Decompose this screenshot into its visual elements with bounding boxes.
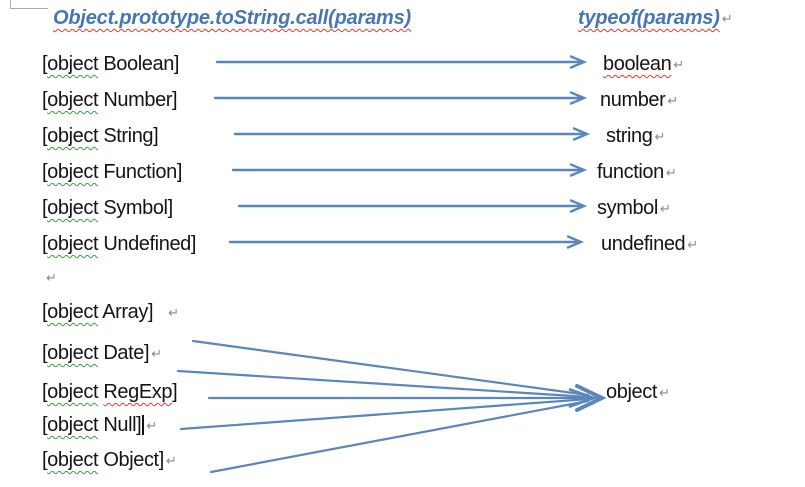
label-object-object[interactable]: [object Object]↵ xyxy=(42,448,177,472)
arrow-symbol[interactable] xyxy=(237,199,588,213)
label-object-regexp[interactable]: [object RegExp] xyxy=(42,380,178,404)
label-object-date[interactable]: [object Date]↵ xyxy=(42,341,162,365)
label-text: object xyxy=(47,125,99,147)
label-text: object xyxy=(47,233,99,255)
column-header-tostring[interactable]: Object.prototype.toString.call(params) xyxy=(53,7,412,29)
result-object[interactable]: object↵ xyxy=(606,380,670,404)
label-text: object xyxy=(47,342,99,364)
paragraph-mark: ↵ xyxy=(146,418,158,433)
paragraph-mark: ↵ xyxy=(673,57,685,72)
label-object-function[interactable]: [object Function] xyxy=(42,160,182,184)
result-text: object xyxy=(606,381,657,403)
paragraph-mark: ↵ xyxy=(151,346,163,361)
label-text: object xyxy=(47,89,99,111)
label-object-symbol[interactable]: [object Symbol] xyxy=(42,196,173,220)
result-function[interactable]: function↵ xyxy=(597,160,677,184)
arrow-boolean[interactable] xyxy=(215,55,588,69)
result-text: symbol xyxy=(597,197,658,219)
label-text: Array] xyxy=(98,301,154,323)
result-string[interactable]: string↵ xyxy=(606,124,665,148)
label-text: Date] xyxy=(98,342,150,364)
paragraph-mark: ↵ xyxy=(658,385,670,400)
label-text: Undefined] xyxy=(98,233,197,255)
result-text: string xyxy=(606,125,653,147)
label-text: object xyxy=(47,449,99,471)
arrow-function[interactable] xyxy=(231,163,588,177)
paragraph-mark: ↵ xyxy=(667,93,679,108)
label-object-null[interactable]: [object Null] ↵ xyxy=(42,413,157,437)
result-number[interactable]: number↵ xyxy=(600,88,678,112)
label-text: [ xyxy=(42,161,48,183)
arrow-object-to-object[interactable] xyxy=(209,399,590,474)
label-text: [ xyxy=(42,53,48,75)
arrow-date-to-object[interactable] xyxy=(176,369,591,399)
label-object-boolean[interactable]: [object Boolean] xyxy=(42,52,179,76)
result-text: number xyxy=(600,89,666,111)
label-text: Symbol] xyxy=(98,197,173,219)
paragraph-mark: ↵ xyxy=(659,201,671,216)
label-text: [ xyxy=(42,414,48,436)
paragraph-mark: ↵ xyxy=(168,305,180,320)
label-text: object xyxy=(47,301,99,323)
column-header-typeof[interactable]: typeof(params)↵ xyxy=(578,7,733,35)
label-text: ] xyxy=(172,381,178,403)
result-boolean[interactable]: boolean↵ xyxy=(603,52,684,76)
converged-arrowhead[interactable] xyxy=(568,384,607,412)
paragraph-mark: ↵ xyxy=(721,11,733,26)
label-text: object xyxy=(47,53,99,75)
result-text: boolean xyxy=(603,53,672,75)
label-object-string[interactable]: [object String] xyxy=(42,124,159,148)
label-text: [ xyxy=(42,125,48,147)
label-text: [ xyxy=(42,342,48,364)
label-text: RegExp xyxy=(103,381,173,403)
paragraph-mark: ↵ xyxy=(687,237,699,252)
arrow-undefined[interactable] xyxy=(228,235,585,249)
label-text: [ xyxy=(42,449,48,471)
result-undefined[interactable]: undefined↵ xyxy=(601,232,698,256)
column-header-typeof-text: typeof(params) xyxy=(578,7,720,29)
arrow-number[interactable] xyxy=(213,91,588,105)
paragraph-mark: ↵ xyxy=(654,129,666,144)
result-text: function xyxy=(597,161,664,183)
cropped-frame-corner xyxy=(10,0,48,9)
label-text: Function] xyxy=(98,161,182,183)
label-text: [ xyxy=(42,381,48,403)
label-text: [ xyxy=(42,89,48,111)
text-cursor xyxy=(142,415,145,435)
paragraph-mark: ↵ xyxy=(165,453,177,468)
arrow-null-to-object[interactable] xyxy=(179,397,591,431)
paragraph-mark: ↵ xyxy=(665,165,677,180)
label-text: Boolean] xyxy=(98,53,180,75)
label-text: object xyxy=(47,414,99,436)
label-text: String] xyxy=(98,125,159,147)
label-object-number[interactable]: [object Number] xyxy=(42,88,178,112)
label-object-undefined[interactable]: [object Undefined] xyxy=(42,232,196,256)
label-object-array[interactable]: [object Array] ↵ xyxy=(42,300,179,324)
label-text: Number] xyxy=(98,89,178,111)
label-text: object xyxy=(47,197,99,219)
result-text: undefined xyxy=(601,233,686,255)
arrow-string[interactable] xyxy=(233,127,591,141)
label-text: object xyxy=(47,161,99,183)
label-text: Object] xyxy=(98,449,164,471)
empty-paragraph-mark[interactable]: ↵ xyxy=(46,270,57,285)
arrow-array-to-object[interactable] xyxy=(191,339,590,397)
label-text: object xyxy=(47,381,99,403)
result-symbol[interactable]: symbol↵ xyxy=(597,196,671,220)
label-text: [ xyxy=(42,197,48,219)
label-text: [ xyxy=(42,233,48,255)
label-text: Null] xyxy=(98,414,142,436)
label-text: [ xyxy=(42,301,48,323)
